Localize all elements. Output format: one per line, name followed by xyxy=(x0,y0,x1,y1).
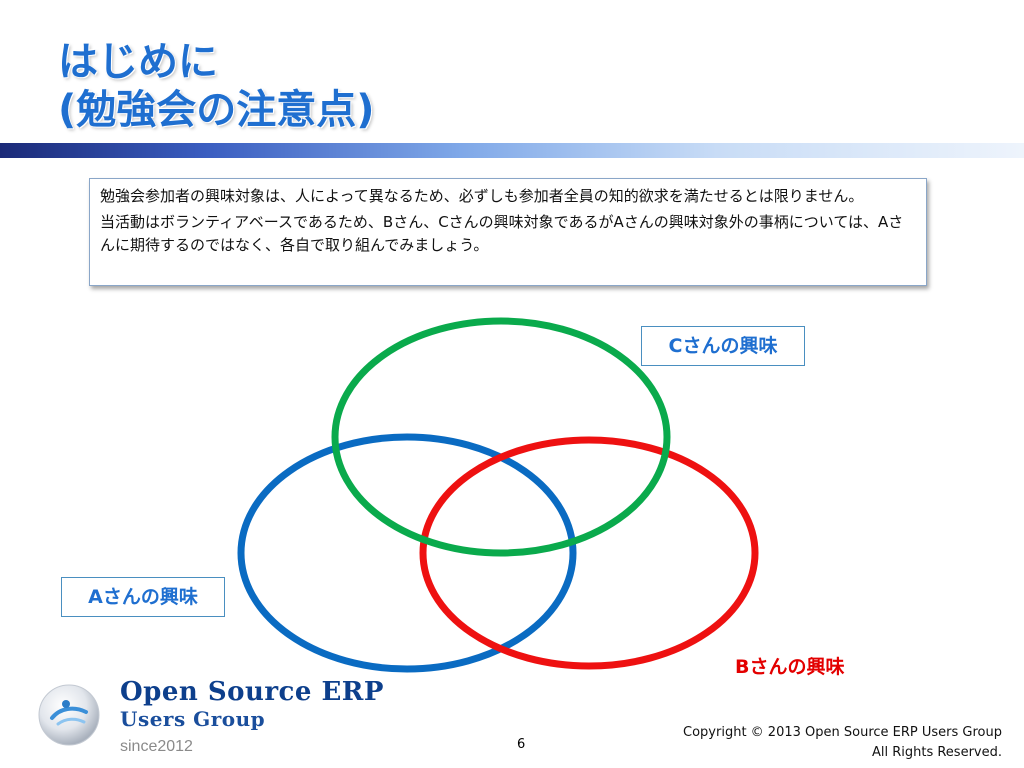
logo-line-2: Users Group xyxy=(120,707,266,731)
slide-title-line1: はじめに xyxy=(58,39,218,85)
logo-since: since2012 xyxy=(120,738,193,755)
slide-title: はじめに (勉強会の注意点) xyxy=(58,38,375,134)
copyright-line-2: All Rights Reserved. xyxy=(871,745,1002,760)
logo-text: Open Source ERP Users Group xyxy=(120,678,384,732)
venn-circle-a xyxy=(237,433,577,673)
label-b-interest: Bさんの興味 xyxy=(735,656,845,678)
note-paragraph-1: 勉強会参加者の興味対象は、人によって異なるため、必ずしも参加者全員の知的欲求を満… xyxy=(100,187,864,205)
logo-line-1: Open Source ERP xyxy=(120,677,384,707)
copyright: Copyright © 2013 Open Source ERP Users G… xyxy=(683,723,1002,763)
venn-circle-c xyxy=(331,317,671,557)
note-box: 勉強会参加者の興味対象は、人によって異なるため、必ずしも参加者全員の知的欲求を満… xyxy=(89,178,927,286)
logo-icon xyxy=(38,684,100,746)
page-number: 6 xyxy=(517,737,526,752)
note-paragraph-2: 当活動はボランティアベースであるため、Bさん、Cさんの興味対象であるがAさんの興… xyxy=(100,213,904,254)
title-underline-bar xyxy=(0,143,1024,158)
label-a-interest: Aさんの興味 xyxy=(61,577,225,617)
copyright-line-1: Copyright © 2013 Open Source ERP Users G… xyxy=(683,725,1002,740)
label-c-interest: Cさんの興味 xyxy=(641,326,805,366)
venn-circle-b xyxy=(419,436,759,670)
slide-title-line2: (勉強会の注意点) xyxy=(58,87,375,133)
